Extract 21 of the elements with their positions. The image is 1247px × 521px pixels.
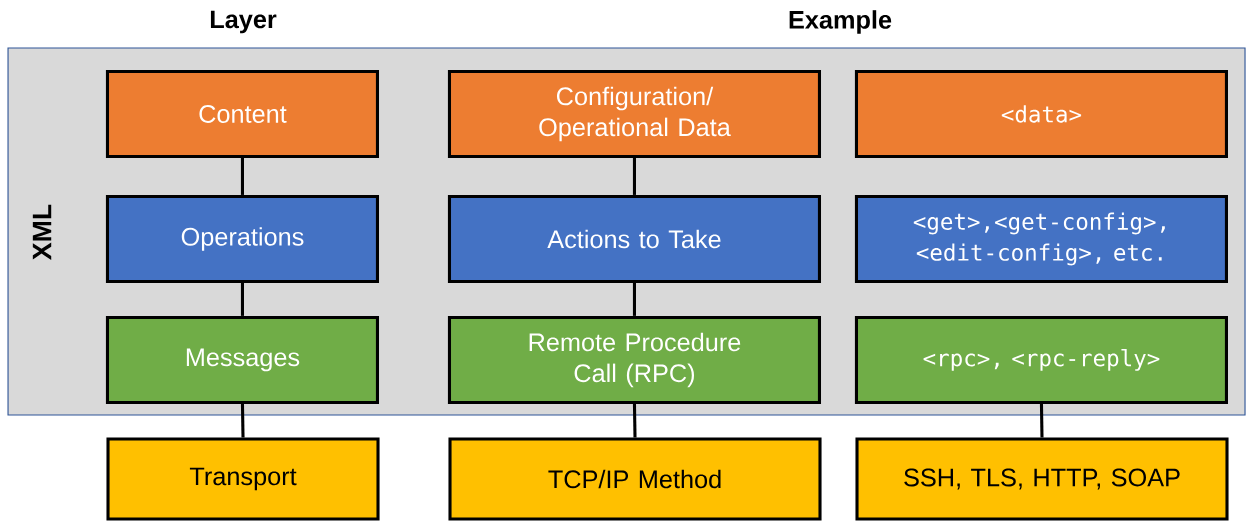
layer-box: Configuration/ Operational Data	[447, 69, 821, 158]
connector-line	[240, 158, 244, 195]
connector-line	[240, 403, 245, 438]
layer-box: <rpc>, <rpc-reply>	[854, 315, 1228, 404]
layer-box: Transport	[106, 437, 380, 521]
layer-box: Messages	[105, 315, 379, 404]
connector-line	[632, 403, 637, 438]
layer-box: Operations	[105, 194, 379, 283]
connector-line	[240, 283, 244, 316]
connector-line	[632, 283, 636, 316]
column-heading: Example	[789, 10, 892, 34]
column-heading: Layer	[210, 10, 277, 34]
layer-box: Content	[105, 69, 379, 158]
connector-line	[1039, 403, 1044, 438]
layer-box: <data>	[854, 69, 1228, 158]
layer-box: Actions to Take	[447, 194, 821, 283]
layer-box: SSH, TLS, HTTP, SOAP	[855, 437, 1229, 521]
layer-box: <get>,<get-config>, <edit-config>, etc.	[854, 194, 1228, 283]
layer-box: Remote Procedure Call (RPC)	[447, 315, 821, 404]
connector-line	[632, 158, 636, 195]
layer-box: TCP/IP Method	[448, 437, 822, 521]
